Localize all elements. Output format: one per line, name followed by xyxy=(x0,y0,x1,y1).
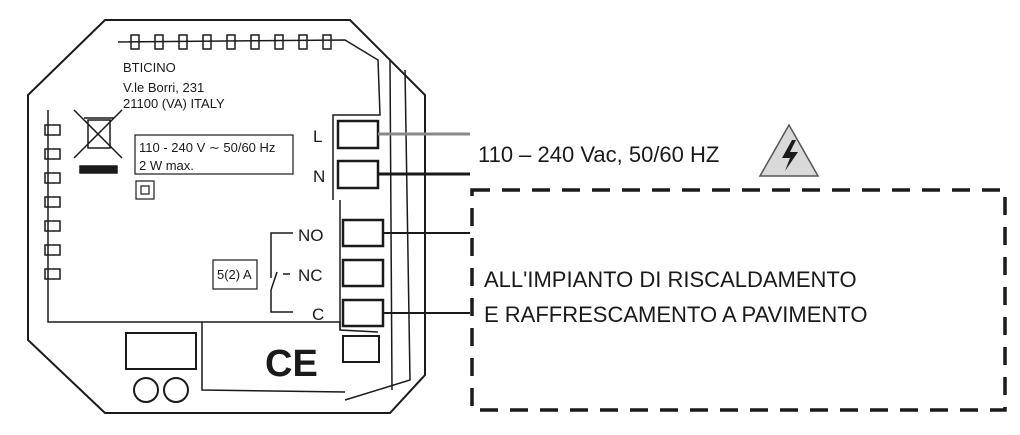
terminal-blocks xyxy=(336,119,385,363)
pin xyxy=(44,244,61,256)
terminal-label-n: N xyxy=(313,167,325,186)
pin xyxy=(44,220,61,232)
load-label-line1: ALL'IMPIANTO DI RISCALDAMENTO xyxy=(484,267,857,292)
rating-line2: 2 W max. xyxy=(139,158,194,173)
terminal-label-nc: NC xyxy=(298,266,323,285)
weee-bin-icon xyxy=(73,109,123,174)
maker-text: BTICINO xyxy=(123,60,176,75)
top-pins xyxy=(130,34,332,50)
pin xyxy=(130,34,140,50)
ce-mark: CE xyxy=(265,343,318,385)
pin xyxy=(226,34,236,50)
address-line2: 21100 (VA) ITALY xyxy=(123,96,225,111)
pin xyxy=(44,196,61,208)
wires xyxy=(378,132,470,314)
pin xyxy=(154,34,164,50)
double-insulation-icon xyxy=(135,180,155,200)
supply-label: 110 – 240 Vac, 50/60 HZ xyxy=(478,142,719,167)
pin xyxy=(44,148,61,160)
terminal-label-c: C xyxy=(312,305,324,324)
side-pins xyxy=(44,124,61,280)
pin xyxy=(178,34,188,50)
relay-rating-box xyxy=(212,259,258,290)
relay-rating: 5(2) A xyxy=(217,267,252,282)
pin xyxy=(44,268,61,280)
pin xyxy=(44,124,61,136)
pin xyxy=(250,34,260,50)
terminal-label-l: L xyxy=(313,127,322,146)
address-line1: V.le Borri, 231 xyxy=(123,80,204,95)
terminal-label-no: NO xyxy=(298,226,324,245)
pin xyxy=(274,34,284,50)
load-label-line2: E RAFFRESCAMENTO A PAVIMENTO xyxy=(484,302,867,327)
rating-line1: 110 - 240 V ∼ 50/60 Hz xyxy=(139,140,275,155)
pin xyxy=(202,34,212,50)
pin xyxy=(44,172,61,184)
thermostat-body xyxy=(27,19,426,414)
load-area-dashed-box xyxy=(470,188,1007,412)
relay-symbol xyxy=(270,232,293,313)
pin xyxy=(322,34,332,50)
high-voltage-warning-icon xyxy=(758,123,820,177)
rating-box xyxy=(134,134,294,175)
pin xyxy=(298,34,308,50)
